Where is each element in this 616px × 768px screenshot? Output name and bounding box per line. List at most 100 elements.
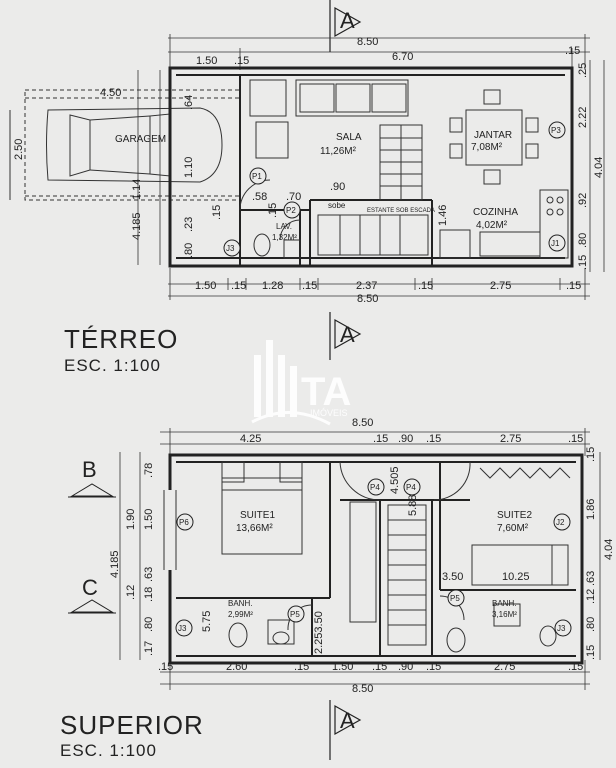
upper-dim-top-total: 8.50 — [352, 417, 373, 429]
upper-dim-bottom-1: .15 — [158, 661, 173, 673]
upper-floor-plan: P4 P4 P5 P5 P6 J2 J3 J3 SUITE1 13,66M² S… — [68, 417, 615, 695]
upper-marker-j3-a: J3 — [178, 624, 187, 633]
ground-dim-left-8: .15 — [211, 205, 223, 220]
upper-dim-left-7: .18 — [143, 587, 155, 602]
upper-marker-p4-b: P4 — [406, 483, 416, 492]
room-kitchen-label: COZINHA — [473, 207, 518, 218]
watermark-brand: TA — [301, 370, 351, 414]
upper-dim-inner-2: 5.88 — [407, 495, 419, 516]
ground-dim-bottom-total: 8.50 — [357, 293, 378, 305]
upper-dim-top-4: .15 — [426, 433, 441, 445]
ground-dim-inner-5: 1.46 — [437, 205, 449, 226]
upper-dim-left-9: .17 — [143, 641, 155, 656]
marker-p1: P1 — [252, 172, 262, 181]
upper-floor-title: SUPERIOR — [60, 710, 204, 740]
section-mark-a-bottom — [329, 700, 362, 760]
upper-dim-bottom-2: 2.60 — [226, 661, 247, 673]
upper-dim-bottom-9: .15 — [568, 661, 583, 673]
ground-dim-inner-3: .90 — [330, 181, 345, 193]
upper-dim-bottom-4: 1.50 — [332, 661, 353, 673]
upper-dim-inner-1: 4.505 — [389, 466, 401, 494]
upper-dim-right-5: .12 — [585, 589, 597, 604]
upper-dim-bottom-6: .90 — [398, 661, 413, 673]
upper-dim-left-6: .12 — [125, 585, 137, 600]
ground-dim-left-9: .80 — [183, 243, 195, 258]
brand-watermark-logo: TA IMÓVEIS — [251, 340, 351, 426]
room-lav-area: 1,32M² — [272, 233, 297, 242]
upper-marker-p5-b: P5 — [450, 594, 460, 603]
upper-dim-bottom-total: 8.50 — [352, 683, 373, 695]
ground-dim-bottom-3: 1.28 — [262, 280, 283, 292]
ground-dim-bottom-5: 2.37 — [356, 280, 377, 292]
room-bath1-label: BANH. — [228, 599, 252, 608]
upper-dim-right-6: .80 — [585, 617, 597, 632]
room-suite1-label: SUITE1 — [240, 510, 275, 521]
ground-dim-top-total: 8.50 — [357, 36, 378, 48]
upper-dim-left-2: 1.90 — [125, 509, 137, 530]
upper-dim-top-6: .15 — [568, 433, 583, 445]
room-garage-label: GARAGEM — [115, 134, 166, 145]
upper-dim-top-3: .90 — [398, 433, 413, 445]
room-lav-label: LAV. — [276, 222, 292, 231]
ground-dim-bottom-4: .15 — [302, 280, 317, 292]
upper-dim-left-1: .78 — [143, 463, 155, 478]
ground-dim-bottom-8: .15 — [566, 280, 581, 292]
ground-dim-left-6: 4.185 — [131, 212, 143, 240]
stair-shelf-note: ESTANTE SOB ESCADA — [367, 208, 435, 214]
room-suite2-label: SUITE2 — [497, 510, 532, 521]
marker-p2: P2 — [286, 206, 296, 215]
ground-dim-bottom-6: .15 — [418, 280, 433, 292]
upper-dim-left-5: .63 — [143, 567, 155, 582]
ground-floor-title: TÉRREO — [64, 324, 178, 354]
ground-floor-scale: ESC. 1:100 — [64, 356, 161, 375]
stair-up-note: sobe — [328, 201, 346, 210]
ground-dim-bottom-1: 1.50 — [195, 280, 216, 292]
upper-dim-bottom-7: .15 — [426, 661, 441, 673]
upper-marker-p4-a: P4 — [370, 483, 380, 492]
ground-dim-right-2: 2.22 — [577, 107, 589, 128]
ground-dim-left-5: 1.14 — [131, 179, 143, 200]
upper-dim-top-1: 4.25 — [240, 433, 261, 445]
ground-dim-inner-2: .70 — [286, 191, 301, 203]
upper-floor-scale: ESC. 1:100 — [60, 741, 157, 760]
ground-dim-top-3: 6.70 — [392, 51, 413, 63]
marker-j3: J3 — [226, 244, 235, 253]
ground-dim-right-6: .15 — [577, 255, 589, 270]
upper-marker-p6: P6 — [179, 518, 189, 527]
upper-dim-inner-3: 3.50 — [442, 571, 463, 583]
ground-dim-left-1: 4.50 — [100, 87, 121, 99]
section-mark-b: B — [82, 457, 97, 482]
section-mark-a-mid-label: A — [340, 322, 355, 347]
room-bath2-label: BANH. — [492, 599, 516, 608]
upper-dim-bottom-5: .15 — [372, 661, 387, 673]
ground-dim-top-2: .15 — [234, 55, 249, 67]
upper-marker-j3-b: J3 — [557, 624, 566, 633]
ground-dim-right-4: .92 — [577, 193, 589, 208]
upper-dim-right-2: 1.86 — [585, 499, 597, 520]
room-suite1-area: 13,66M² — [236, 523, 273, 534]
upper-dim-left-4: 4.185 — [109, 550, 121, 578]
section-mark-a-top — [329, 0, 362, 52]
marker-p3: P3 — [551, 126, 561, 135]
upper-dim-top-2: .15 — [373, 433, 388, 445]
ground-dim-left-4: 1.10 — [183, 157, 195, 178]
section-mark-c: C — [82, 575, 98, 600]
upper-dim-left-3: 1.50 — [143, 509, 155, 530]
section-mark-a-mid — [329, 312, 362, 360]
room-living-label: SALA — [336, 132, 362, 143]
room-bath1-area: 2,99M² — [228, 610, 253, 619]
upper-marker-j2: J2 — [556, 518, 565, 527]
upper-dim-right-4: .63 — [585, 571, 597, 586]
ground-dim-left-3: .64 — [183, 95, 195, 110]
upper-dim-inner-6: 2.253.50 — [313, 611, 325, 654]
upper-dim-inner-5: 5.75 — [201, 611, 213, 632]
watermark-sub: IMÓVEIS — [310, 408, 348, 418]
room-dining-label: JANTAR — [474, 130, 512, 141]
ground-dim-left-2: 2.50 — [13, 139, 25, 160]
ground-dim-inner-4: .15 — [267, 203, 279, 218]
ground-dim-top-4: .15 — [565, 45, 580, 57]
upper-dim-top-5: 2.75 — [500, 433, 521, 445]
ground-dim-top-1: 1.50 — [196, 55, 217, 67]
room-dining-area: 7,08M² — [471, 142, 503, 153]
